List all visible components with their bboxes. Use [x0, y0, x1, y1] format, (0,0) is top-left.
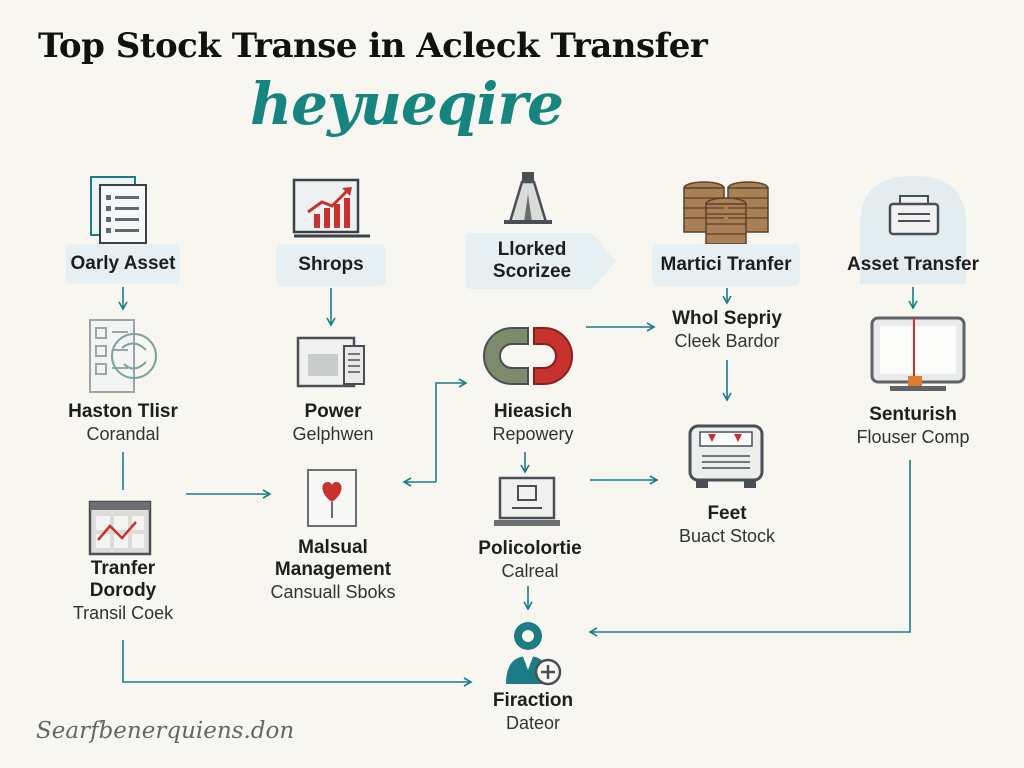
printer-icon	[688, 424, 764, 488]
llorked-scorizee-label: Llorked Scorizee	[492, 239, 572, 282]
arrow-senturish-to-firaction	[588, 460, 911, 637]
haston-tlisr-subtitle: Corandal	[86, 424, 160, 444]
growth-chart-icon	[292, 178, 370, 238]
magnet-icon	[483, 327, 573, 385]
monitor-icon	[870, 316, 966, 391]
page-title: Top Stock Transe in Acleck Transfer	[38, 26, 708, 66]
calendar-grid-icon	[88, 500, 152, 556]
ledger-icon	[89, 319, 157, 393]
arrow-tranfer-to-firaction	[122, 640, 473, 687]
laptop-icon	[494, 476, 560, 526]
tranfer-dorody-subtitle: Transil Coek	[72, 603, 174, 623]
feet-title: Feet	[707, 503, 747, 524]
malsual-management-title-1: Malsual	[298, 537, 368, 558]
shrops-label: Shrops	[276, 244, 386, 286]
policolortie-subtitle: Calreal	[501, 561, 559, 581]
llorked-scorizee-pill	[466, 233, 616, 289]
hieasich-node: Hieasich Repowery	[458, 401, 608, 445]
firaction-subtitle: Dateor	[505, 713, 561, 733]
firaction-title: Firaction	[492, 690, 574, 711]
pyramid-icon	[504, 172, 552, 224]
policolortie-title: Policolortie	[478, 538, 582, 559]
haston-tlisr-node: Haston Tlisr Corandal	[48, 401, 198, 445]
brand-logo-text: heyueqire	[250, 70, 564, 138]
whol-sepriy-title: Whol Sepriy	[672, 308, 782, 329]
feet-subtitle: Buact Stock	[678, 526, 776, 546]
power-title: Power	[304, 401, 362, 422]
haston-tlisr-title: Haston Tlisr	[68, 401, 178, 422]
power-node: Power Gelphwen	[258, 401, 408, 445]
policolortie-node: Policolortie Calreal	[452, 538, 608, 582]
asset-transfer-label: Asset Transfer	[846, 254, 979, 275]
coin-stacks-icon	[683, 181, 769, 245]
senturish-node: Senturish Flouser Comp	[838, 404, 988, 448]
oarly-asset-label: Oarly Asset	[66, 244, 180, 284]
document-list-icon	[90, 176, 147, 244]
martici-tranfer-label: Martici Tranfer	[652, 244, 800, 286]
hieasich-subtitle: Repowery	[492, 424, 574, 444]
user-add-icon	[506, 622, 562, 686]
firaction-node: Firaction Dateor	[458, 690, 608, 734]
tranfer-dorody-node: Tranfer Dorody Transil Coek	[48, 558, 198, 624]
browser-window-icon	[296, 336, 365, 388]
heart-card-icon	[307, 469, 357, 527]
malsual-management-title-2: Management	[274, 559, 392, 580]
arrow-loop-power-hieasich	[435, 378, 468, 482]
hieasich-title: Hieasich	[493, 401, 573, 422]
tranfer-dorody-title-1: Tranfer	[90, 558, 156, 579]
malsual-management-node: Malsual Management Cansuall Sboks	[248, 537, 418, 603]
safe-box-icon	[888, 195, 940, 236]
malsual-management-subtitle: Cansuall Sboks	[270, 582, 396, 602]
footer-watermark: Searfbenerquiens.don	[36, 718, 295, 744]
tranfer-dorody-title-2: Dorody	[89, 580, 157, 601]
senturish-title: Senturish	[869, 404, 957, 425]
power-subtitle: Gelphwen	[292, 424, 374, 444]
feet-node: Feet Buact Stock	[652, 503, 802, 547]
whol-sepriy-subtitle: Cleek Bardor	[674, 331, 780, 351]
whol-sepriy-node: Whol Sepriy Cleek Bardor	[652, 308, 802, 352]
senturish-subtitle: Flouser Comp	[856, 427, 970, 447]
